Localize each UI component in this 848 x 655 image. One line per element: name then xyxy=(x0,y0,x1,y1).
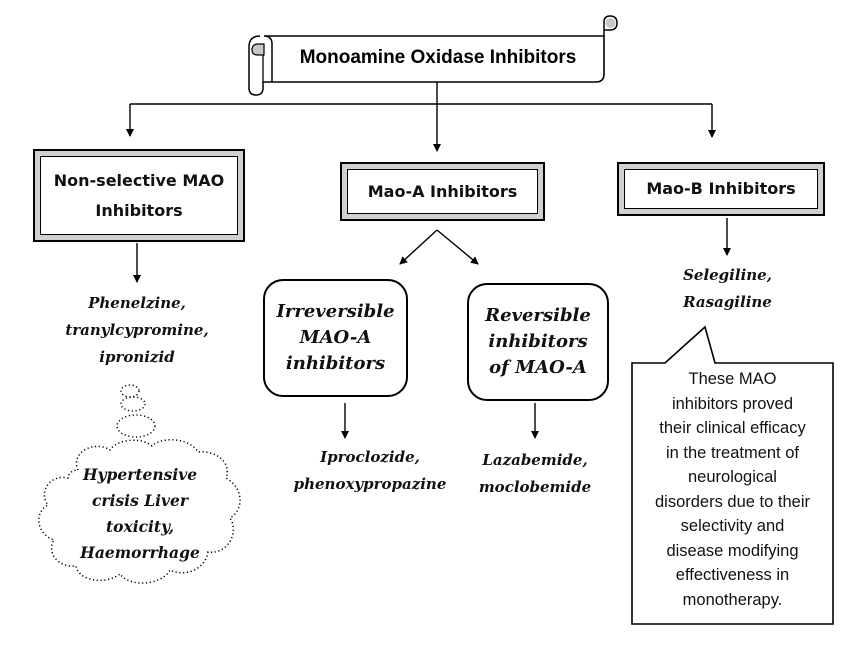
thought-dot-medium xyxy=(120,396,146,412)
side-effect-line2: crisis Liver xyxy=(91,491,189,510)
scroll-curl-right xyxy=(605,18,616,28)
drug-list-nonselective: Phenelzine, tranylcypromine, ipronizid xyxy=(37,290,237,371)
side-effect-line3: toxicity, xyxy=(105,517,175,536)
reversible-line1: Reversible xyxy=(485,305,591,326)
drug-selegiline: Selegiline, xyxy=(683,266,772,284)
note-line9: effectiveness in xyxy=(675,566,790,584)
mao-b-note-text: These MAO inhibitors proved their clinic… xyxy=(634,367,831,612)
drug-rasagiline: Rasagiline xyxy=(683,293,772,311)
side-effects-cloud-outline xyxy=(38,439,241,584)
nonselective-label-line1: Non-selective MAO xyxy=(53,170,225,190)
reversible-line3: of MAO-A xyxy=(489,357,587,378)
note-line7: selectivity and xyxy=(680,517,785,535)
drug-list-reversible: Lazabemide, moclobemide xyxy=(455,447,615,501)
note-line4: in the treatment of xyxy=(666,443,799,462)
drug-phenelzine: Phenelzine, xyxy=(88,294,186,312)
irreversible-line1: Irreversible xyxy=(276,301,395,322)
category-box-nonselective: Non-selective MAO Inhibitors xyxy=(33,149,245,242)
subtype-box-reversible: Reversible inhibitors of MAO-A xyxy=(467,283,609,401)
drug-moclobemide: moclobemide xyxy=(478,478,592,496)
arrow-mao-a-to-irreversible xyxy=(399,229,438,265)
category-box-nonselective-face: Non-selective MAO Inhibitors xyxy=(40,156,238,235)
drug-tranylcypromine: tranylcypromine, xyxy=(65,321,209,339)
category-box-mao-a: Mao-A Inhibitors xyxy=(340,162,545,221)
drug-lazabemide: Lazabemide, xyxy=(482,451,588,469)
mao-b-note-callout-outline xyxy=(631,325,834,625)
note-line10: monotherapy. xyxy=(682,590,783,609)
thought-bubble-trail xyxy=(116,384,156,438)
note-line8: disease modifying xyxy=(666,541,799,560)
category-box-mao-b: Mao-B Inhibitors xyxy=(617,162,825,216)
nonselective-label-line2: Inhibitors xyxy=(95,200,183,220)
drug-list-mao-b: Selegiline, Rasagiline xyxy=(660,262,795,316)
note-line1: These MAO xyxy=(688,370,777,388)
reversible-line2: inhibitors xyxy=(488,331,588,352)
drug-iproclozide: Iproclozide, xyxy=(320,448,420,466)
drug-ipronizid: ipronizid xyxy=(99,348,175,366)
mao-b-label: Mao-B Inhibitors xyxy=(624,169,818,209)
irreversible-line3: inhibitors xyxy=(285,353,386,374)
side-effects-cloud-text: Hypertensive crisis Liver toxicity, Haem… xyxy=(55,462,225,566)
note-line3: their clinical efficacy xyxy=(659,419,806,437)
title-scroll-banner xyxy=(248,15,618,96)
diagram-title: Monoamine Oxidase Inhibitors xyxy=(299,47,577,68)
drug-list-irreversible: Iproclozide, phenoxypropazine xyxy=(270,444,470,498)
note-line5: neurological xyxy=(688,468,777,486)
subtype-box-irreversible: Irreversible MAO-A inhibitors xyxy=(263,279,408,397)
mao-a-label: Mao-A Inhibitors xyxy=(347,169,538,214)
note-line2: inhibitors proved xyxy=(671,394,794,413)
thought-dot-large xyxy=(116,414,156,438)
side-effect-line1: Hypertensive xyxy=(82,465,198,484)
scroll-curl-left xyxy=(251,43,265,56)
irreversible-line2: MAO-A xyxy=(299,327,372,348)
side-effect-line4: Haemorrhage xyxy=(80,543,200,562)
thought-dot-small xyxy=(120,384,140,398)
top-connectors xyxy=(126,82,716,152)
drug-phenoxypropazine: phenoxypropazine xyxy=(293,475,447,493)
arrow-mao-a-to-reversible xyxy=(436,229,479,265)
note-line6: disorders due to their xyxy=(654,492,810,511)
